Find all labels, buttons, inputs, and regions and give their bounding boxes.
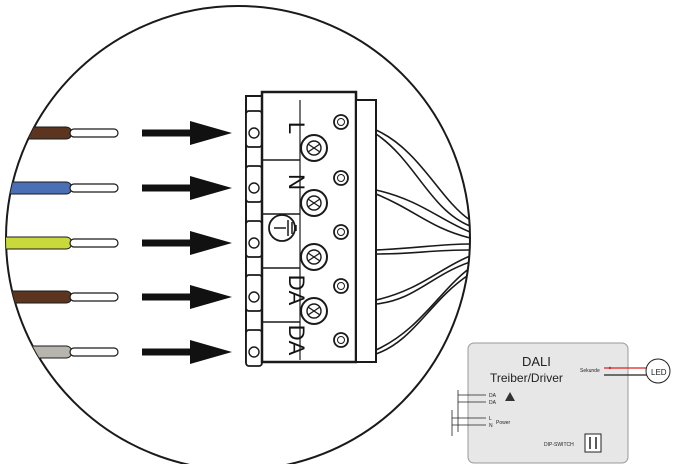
- brown-wire: [6, 290, 119, 304]
- terminal-label: DA: [284, 275, 309, 306]
- driver-title-dali: DALI: [522, 354, 551, 369]
- arrow-right-icon: [142, 285, 232, 309]
- dip-switch-icon: [584, 433, 602, 453]
- terminal-screw-icon: [300, 243, 328, 271]
- terminal-screw-icon: [300, 297, 328, 325]
- arrow-group: [142, 121, 232, 364]
- driver-title-treiber: Treiber/Driver: [490, 371, 563, 385]
- driver-input-power: Power: [496, 420, 511, 426]
- green-yellow-wire: [6, 236, 119, 250]
- terminal-screw-icon: [300, 134, 328, 162]
- wire-group: [6, 126, 119, 359]
- earth-icon: [268, 214, 297, 242]
- led-circle: [645, 358, 671, 384]
- arrow-right-icon: [142, 231, 232, 255]
- dip-switch-label: DIP-SWITCH: [544, 442, 574, 448]
- driver-input-da1: DA: [489, 393, 497, 399]
- magnifier-circle: [5, 5, 471, 464]
- led-label: LED: [651, 368, 667, 377]
- grey-wire: [6, 345, 119, 359]
- warning-triangle-icon: [505, 392, 515, 401]
- driver-output-plus-dot: [608, 366, 612, 370]
- terminal-label: L: [284, 122, 309, 134]
- driver-input-l: L: [489, 416, 492, 422]
- arrow-right-icon: [142, 176, 232, 200]
- terminal-block: L N DA DA: [245, 90, 377, 367]
- driver-input-terminals: DA DA L N Power: [451, 390, 515, 436]
- arrow-right-icon: [142, 340, 232, 364]
- blue-wire: [6, 181, 119, 195]
- terminal-label: DA: [284, 325, 309, 356]
- dali-driver-box: DALI Treiber/Driver Sekunde LED DA DA L …: [451, 342, 671, 464]
- output-wires: [375, 129, 470, 355]
- driver-output-label: Sekunde: [580, 368, 600, 374]
- terminal-screw-icon: [300, 189, 328, 217]
- brown-wire: [6, 126, 119, 140]
- driver-input-da2: DA: [489, 400, 497, 406]
- driver-input-n: N: [489, 423, 493, 429]
- arrow-right-icon: [142, 121, 232, 145]
- terminal-label: N: [284, 174, 309, 190]
